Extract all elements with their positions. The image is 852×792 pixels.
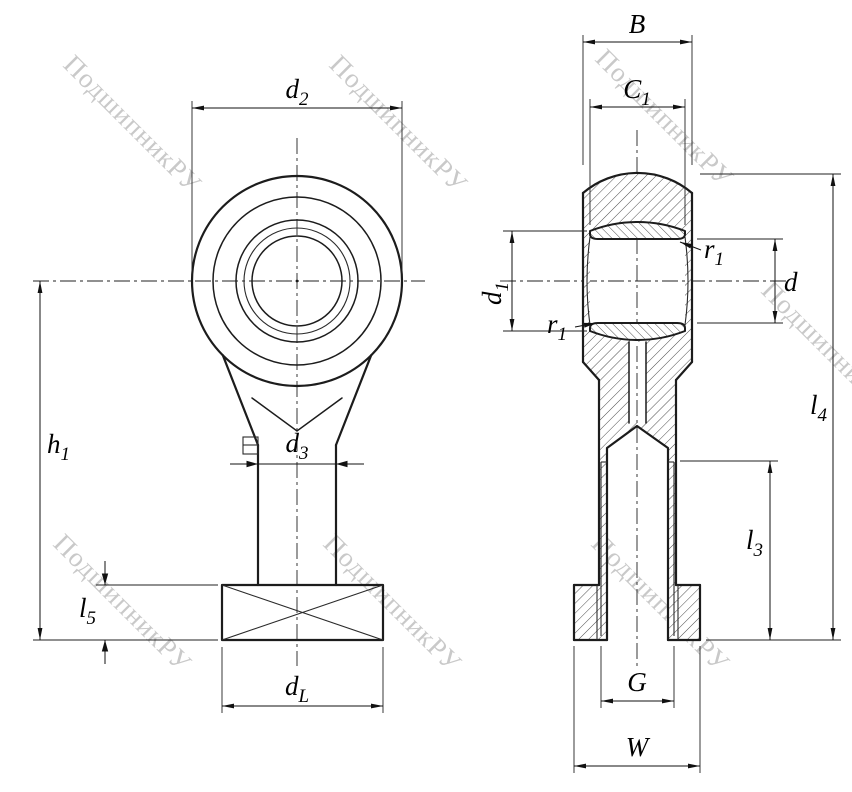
bore-chamfer-circle <box>243 227 351 335</box>
dim-r1-top: r1 <box>679 234 724 270</box>
dim-label-C1: C1 <box>623 74 651 110</box>
dim-label-G: G <box>627 667 647 697</box>
dim-l4: l4 <box>700 173 841 641</box>
dim-l3: l3 <box>680 460 778 640</box>
dim-label-d: d <box>784 267 798 297</box>
watermark: ПодшипникРУ <box>586 528 736 678</box>
dim-label-r1-bottom: r1 <box>547 309 567 345</box>
neck-vee-edge <box>251 397 343 432</box>
threaded-bore-outline <box>605 424 670 642</box>
neck-chamfer-left <box>581 360 601 382</box>
dim-label-B: B <box>629 9 646 39</box>
dim-label-l5: l5 <box>79 593 96 629</box>
taper-left-edge <box>221 354 260 447</box>
ball-top-section <box>589 221 686 240</box>
watermark: ПодшипникРУ <box>48 528 198 678</box>
watermark: ПодшипникРУ <box>590 43 740 193</box>
front-view <box>33 138 425 666</box>
dim-label-h1: h1 <box>47 429 70 465</box>
dim-label-W: W <box>626 732 651 762</box>
ball-face-circle <box>235 219 359 343</box>
neck-chamfer-right <box>674 360 694 382</box>
head-boss-circle <box>212 196 382 366</box>
dim-label-l3: l3 <box>746 525 763 561</box>
dim-d: d <box>697 238 798 324</box>
side-view <box>500 130 790 670</box>
housing-top-arc <box>581 171 694 195</box>
dim-d2: d2 <box>191 74 403 274</box>
dim-label-l4: l4 <box>810 390 828 426</box>
dim-h1: h1 <box>33 281 218 641</box>
head-outer-circle <box>190 174 404 388</box>
dim-G: G <box>600 646 675 708</box>
watermark: ПодшипникРУ <box>756 275 852 425</box>
watermarks: ПодшипникРУ ПодшипникРУ ПодшипникРУ Подш… <box>48 43 852 678</box>
dim-C1: C1 <box>589 74 686 225</box>
dim-d1: d1 <box>477 230 587 332</box>
dim-label-r1-top: r1 <box>704 234 724 270</box>
watermark: ПодшипникРУ <box>324 49 474 199</box>
dim-label-d3: d3 <box>286 428 309 464</box>
dim-label-d2: d2 <box>286 74 310 110</box>
dim-r1-bottom: r1 <box>547 309 597 345</box>
ball-equator-arc-left <box>586 236 591 326</box>
dim-l5: l5 <box>79 561 218 664</box>
dim-W: W <box>573 646 701 773</box>
taper-right-edge <box>334 354 373 447</box>
dim-label-dL: dL <box>285 671 309 707</box>
dim-d3: d3 <box>230 428 364 468</box>
hex-base-cross-line <box>221 584 384 641</box>
watermark: ПодшипникРУ <box>58 49 208 199</box>
hex-base-front <box>220 583 385 642</box>
center-mark <box>295 279 299 283</box>
dim-B: B <box>582 9 693 165</box>
dim-dL: dL <box>221 647 384 713</box>
bore-circle <box>251 235 343 327</box>
dim-label-d1: d1 <box>477 282 513 305</box>
watermark: ПодшипникРУ <box>318 528 468 678</box>
